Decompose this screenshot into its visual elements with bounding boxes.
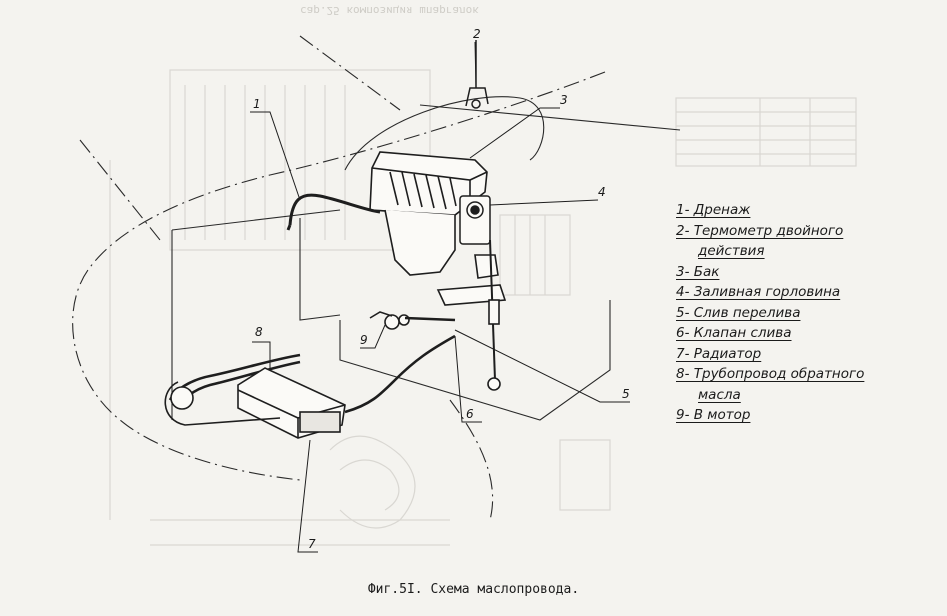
callout-8: 8 <box>255 325 263 339</box>
legend: 1- Дренаж 2- Термометр двойного действия… <box>676 200 938 426</box>
legend-item-radiator: 7- Радиатор <box>676 345 762 362</box>
legend-item-return-line: 8- Трубопровод обратного <box>676 366 865 382</box>
oil-tank <box>369 151 488 276</box>
callout-6: 6 <box>466 407 474 421</box>
legend-item-filler-neck: 4- Заливная горловина <box>676 284 841 300</box>
radiator <box>237 367 346 439</box>
bleed-through-drawing <box>109 69 857 546</box>
legend-item-overflow-drain: 5- Слив перелива <box>676 304 801 321</box>
legend-item-to-engine: 9- В мотор <box>676 407 751 423</box>
firewall-outline <box>171 96 681 421</box>
callout-9: 9 <box>360 333 368 347</box>
callout-2: 2 <box>473 27 481 41</box>
valve-assembly <box>369 239 507 391</box>
return-line <box>164 381 281 426</box>
callout-7: 7 <box>308 537 316 551</box>
callout-labels: 1 2 3 4 5 6 7 8 9 <box>253 27 630 551</box>
filler-neck <box>459 195 491 245</box>
callout-4: 4 <box>598 185 606 199</box>
legend-item-tank: 3- Бак <box>676 263 720 280</box>
drain-line <box>286 193 381 231</box>
legend-item-drain: 1- Дренаж <box>676 202 751 218</box>
figure-caption: Фиг.5I. Схема маслопровода. <box>367 582 580 597</box>
cowling-outline <box>72 35 606 521</box>
legend-item-return-line-cont: масла <box>698 386 741 403</box>
legend-item-drain-valve: 6- Клапан слива <box>676 325 792 341</box>
legend-item-thermometer: 2- Термометр двойного <box>676 222 844 239</box>
callout-leaders <box>250 41 630 553</box>
callout-3: 3 <box>560 93 568 107</box>
callout-1: 1 <box>253 97 261 111</box>
legend-item-thermometer-cont: действия <box>698 243 765 259</box>
callout-5: 5 <box>622 387 630 401</box>
